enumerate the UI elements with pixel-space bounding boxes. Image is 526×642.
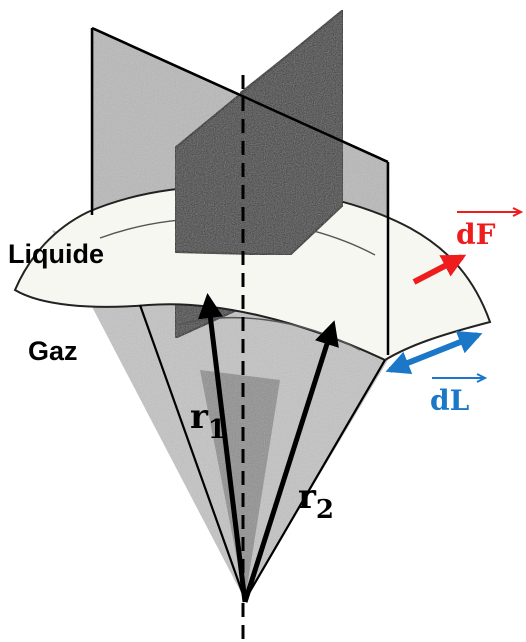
dF-label: dF — [456, 218, 496, 251]
gas-label: Gaz — [28, 336, 78, 366]
back-plane-edges — [90, 26, 390, 355]
r2-label-base: r — [298, 477, 317, 517]
liquid-label: Liquide — [8, 239, 104, 269]
radius-r1-arrow — [198, 293, 248, 603]
radius-r2-arrow — [242, 320, 339, 603]
r1-label-base: r — [190, 397, 209, 437]
front-plane-upper — [174, 7, 344, 257]
r1-label: r1 — [190, 397, 226, 445]
r1-label-sub: 1 — [208, 415, 226, 445]
length-double-arrow-icon — [385, 330, 483, 375]
force-arrow-icon — [412, 254, 467, 285]
r2-label-sub: 2 — [316, 495, 334, 525]
dF-overarrow-icon — [512, 207, 524, 217]
r2-label: r2 — [298, 477, 334, 525]
dL-label: dL — [430, 384, 470, 417]
dF-label-group: dF — [456, 207, 524, 251]
cone-lines — [138, 304, 386, 601]
dL-overarrow-icon — [476, 373, 488, 383]
dL-label-group: dL — [430, 373, 488, 417]
